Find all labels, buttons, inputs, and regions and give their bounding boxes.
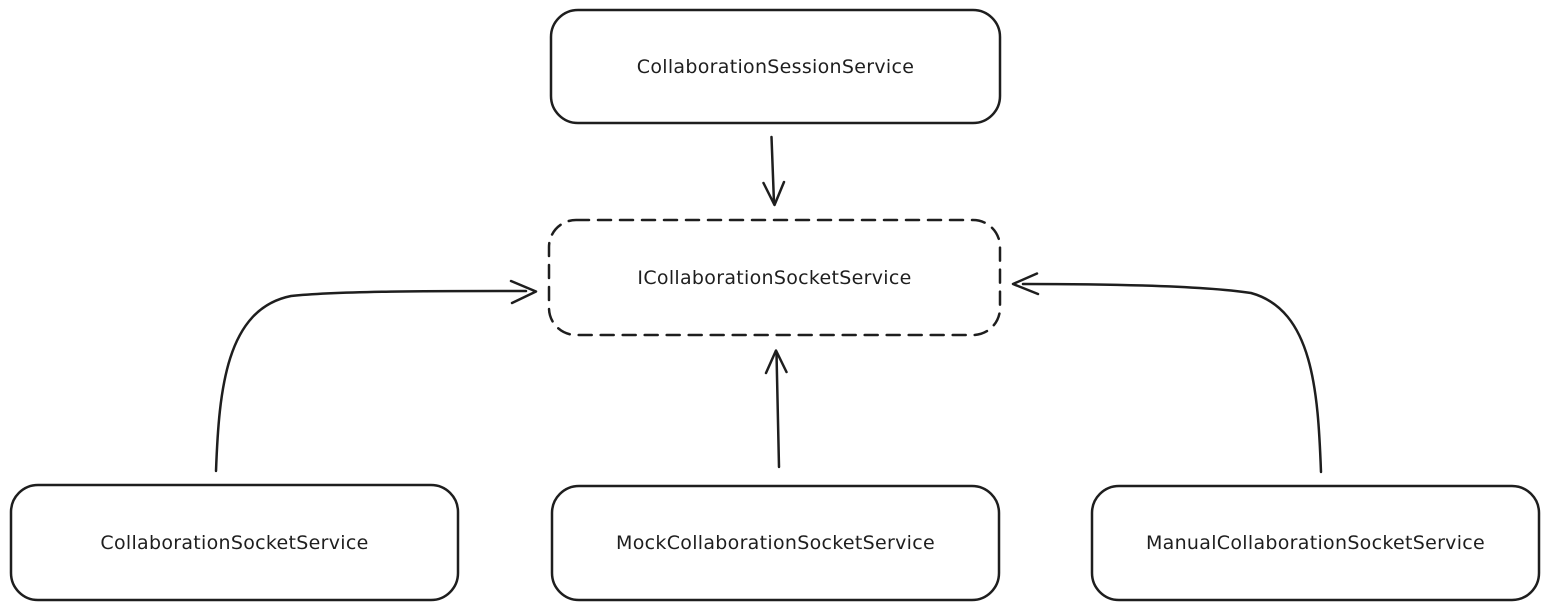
node-box-mock-collaboration-socket-service: [550, 484, 1001, 602]
node-box-manual-collaboration-socket-service: [1090, 484, 1541, 602]
arrow-session-to-interface: [762, 135, 786, 207]
arrow-mock-to-interface: [764, 349, 788, 469]
arrowhead-right-icon: [509, 279, 538, 305]
node-box-collaboration-socket-service: [9, 483, 460, 602]
node-box-icollaboration-socket-service: [547, 218, 1002, 337]
node-box-collaboration-session-service: [549, 8, 1002, 125]
arrowhead-left-icon: [1011, 272, 1040, 296]
arrowhead-up-icon: [764, 349, 788, 375]
arrowhead-down-icon: [762, 180, 786, 207]
arrow-manual-to-interface: [1011, 272, 1323, 474]
arrow-socket-to-interface: [214, 279, 538, 473]
